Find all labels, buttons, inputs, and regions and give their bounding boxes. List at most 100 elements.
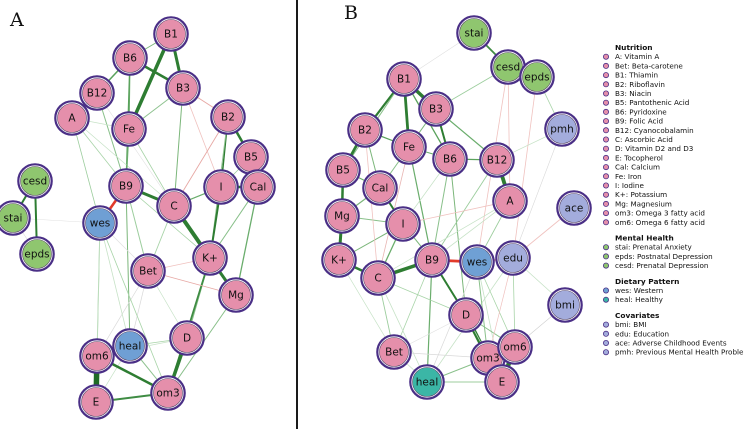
legend-swatch-nutrition — [603, 173, 610, 180]
legend-entry: Fe: Iron — [615, 172, 642, 181]
node-cesd: cesd — [17, 163, 53, 199]
legend-swatch-nutrition — [603, 210, 610, 217]
edge-b9-heal — [125, 185, 131, 347]
node-bmi: bmi — [547, 287, 583, 323]
legend-entry: pmh: Previous Mental Health Problems — [615, 348, 744, 357]
legend-entry: bmi: BMI — [615, 320, 647, 329]
edge-b12-b9 — [431, 159, 498, 261]
node-b2: B2 — [210, 99, 246, 135]
node-stai: stai — [0, 200, 31, 236]
legend-swatch-covariates — [603, 330, 610, 337]
node-circle — [85, 208, 115, 238]
node-label: B9 — [119, 181, 133, 193]
node-a: A — [54, 100, 90, 136]
node-wes: wes — [82, 205, 118, 241]
node-circle — [206, 172, 236, 202]
node-circle — [379, 337, 409, 367]
node-circle — [365, 173, 395, 203]
node-fe: Fe — [391, 129, 427, 165]
node-circle — [195, 243, 225, 273]
node-b9: B9 — [414, 242, 450, 278]
node-circle — [115, 43, 145, 73]
legend-swatch-dietary-pattern — [603, 287, 610, 294]
node-circle — [111, 171, 141, 201]
node-label: I — [219, 182, 222, 194]
node-label: Fe — [403, 142, 415, 154]
node-cal: Cal — [240, 169, 276, 205]
node-label: Bet — [385, 347, 403, 359]
edge-b2-c — [364, 129, 379, 279]
legend-swatch-mental-health — [603, 262, 610, 269]
legend-entry: D: Vitamin D2 and D3 — [615, 144, 693, 153]
legend-swatch-nutrition — [603, 219, 610, 226]
legend-swatch-nutrition — [603, 127, 610, 134]
node-circle — [498, 243, 528, 273]
node-c: C — [360, 260, 396, 296]
legend-swatch-nutrition — [603, 136, 610, 143]
node-b5: B5 — [233, 139, 269, 175]
edge-wes-om3 — [99, 222, 169, 394]
legend-entry: wes: Western — [615, 286, 663, 295]
node-label: om3 — [156, 388, 179, 400]
node-label: C — [170, 201, 177, 213]
panel-b-letter: B — [344, 2, 358, 24]
edge-fe-b9 — [408, 146, 433, 261]
node-label: stai — [465, 28, 484, 40]
node-circle — [435, 144, 465, 174]
node-d: D — [169, 320, 205, 356]
node-label: cesd — [496, 62, 520, 74]
node-om3: om3 — [150, 375, 186, 411]
node-circle — [487, 367, 517, 397]
node-circle — [324, 245, 354, 275]
legend-entry: epds: Postnatal Depression — [615, 252, 713, 261]
edge-b9-heal — [426, 259, 433, 383]
node-a: A — [492, 183, 528, 219]
edge-wes-heal — [99, 222, 131, 347]
node-label: Mg — [228, 290, 244, 302]
node-label: K+ — [331, 255, 347, 267]
node-circle — [82, 341, 112, 371]
node-b1: B1 — [153, 16, 189, 52]
edge-b3-c — [173, 87, 184, 207]
node-i: I — [385, 206, 421, 242]
legend-entry: A: Vitamin A — [615, 52, 659, 61]
node-pmh: pmh — [544, 111, 580, 147]
node-circle — [363, 263, 393, 293]
node-circle — [168, 73, 198, 103]
node-circle — [0, 203, 28, 233]
node-circle — [462, 247, 492, 277]
legend-heading-nutrition: Nutrition — [615, 43, 653, 52]
node-epds: epds — [519, 59, 555, 95]
node-b6: B6 — [432, 141, 468, 177]
legend-entry: Bet: Beta-carotene — [615, 61, 683, 70]
node-circle — [417, 245, 447, 275]
node-circle — [20, 166, 50, 196]
node-heal: heal — [409, 364, 445, 400]
node-label: E — [499, 377, 506, 389]
edge-kplus-bet — [338, 259, 395, 353]
node-circle — [327, 201, 357, 231]
node-label: K+ — [202, 253, 218, 265]
node-circle — [133, 256, 163, 286]
node-label: A — [506, 196, 514, 208]
edge-c-heal — [377, 277, 428, 383]
legend-entry: edu: Education — [615, 329, 669, 338]
legend-heading-covariates: Covariates — [615, 311, 660, 320]
node-label: B3 — [176, 83, 190, 95]
node-fe: Fe — [111, 111, 147, 147]
legend-entry: cesd: Prenatal Depression — [615, 261, 708, 270]
node-circle — [115, 331, 145, 361]
node-kplus: K+ — [192, 240, 228, 276]
legend-swatch-nutrition — [603, 99, 610, 106]
legend-swatch-mental-health — [603, 244, 610, 251]
node-circle — [451, 300, 481, 330]
node-b5: B5 — [325, 152, 361, 188]
legend-swatch-covariates — [603, 349, 610, 356]
node-label: B3 — [429, 104, 443, 116]
node-circle — [547, 114, 577, 144]
legend-entry: B12: Cyanocobalamin — [615, 126, 694, 135]
legend-swatch-nutrition — [603, 164, 610, 171]
node-edu: edu — [495, 240, 531, 276]
